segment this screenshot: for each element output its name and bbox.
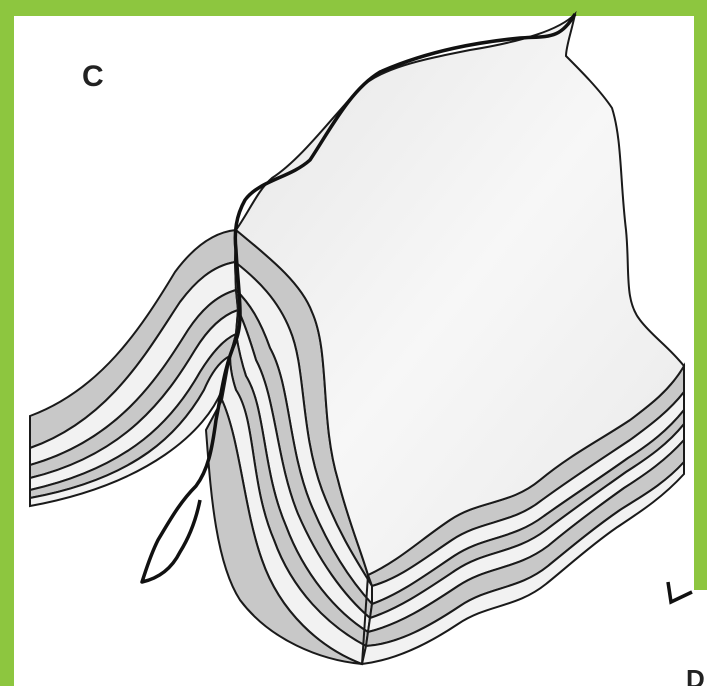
corner-tick-mark <box>668 582 692 602</box>
frame-right-bar <box>694 0 707 590</box>
panel-label: C <box>82 60 104 94</box>
frame-top-bar <box>0 0 707 16</box>
edge-label: D <box>686 664 705 686</box>
frame-left-bar <box>0 0 14 686</box>
